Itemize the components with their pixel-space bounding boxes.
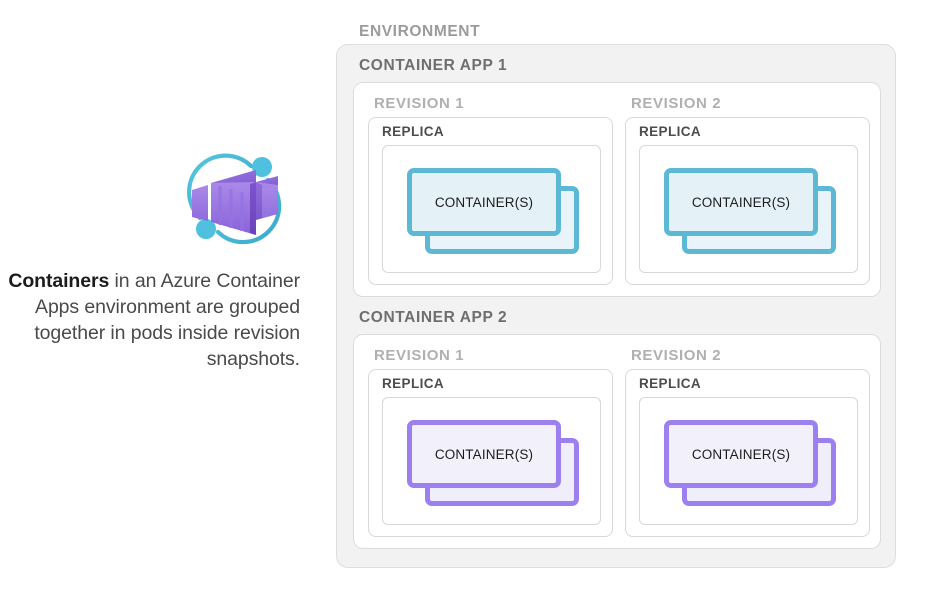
app2-revision-1: REVISION 1 REPLICA CONTAINER(S) xyxy=(368,347,613,537)
app1-revision-2-pod-box: CONTAINER(S) xyxy=(639,145,858,273)
caption-bold-lead: Containers xyxy=(8,270,110,292)
container-card-front: CONTAINER(S) xyxy=(664,420,818,488)
container-card-label: CONTAINER(S) xyxy=(434,446,534,462)
app1-revision-1-replica-label: REPLICA xyxy=(382,124,445,139)
app1-revision-1-label: REVISION 1 xyxy=(374,95,465,112)
app1-revision-2-container-stack: CONTAINER(S) xyxy=(664,168,836,254)
app1-revision-2-replica-label: REPLICA xyxy=(639,124,702,139)
container-app-2-box: REVISION 1 REPLICA CONTAINER(S) xyxy=(353,334,881,549)
app2-revision-1-container-stack: CONTAINER(S) xyxy=(407,420,579,506)
container-card-label: CONTAINER(S) xyxy=(691,446,791,462)
caption-text: Containers in an Azure Container Apps en… xyxy=(0,268,300,372)
container-card-front: CONTAINER(S) xyxy=(664,168,818,236)
environment-box: CONTAINER APP 1 REVISION 1 REPLICA CONTA… xyxy=(336,44,896,568)
caption-rest: in an Azure Container Apps environment a… xyxy=(34,270,300,370)
container-app-1-box: REVISION 1 REPLICA CONTAINER(S) xyxy=(353,82,881,297)
container-app-2-label: CONTAINER APP 2 xyxy=(359,309,508,326)
app2-revision-2-replica-box: REPLICA CONTAINER(S) xyxy=(625,369,870,537)
app2-revision-1-replica-box: REPLICA CONTAINER(S) xyxy=(368,369,613,537)
app1-revision-1-pod-box: CONTAINER(S) xyxy=(382,145,601,273)
container-card-front: CONTAINER(S) xyxy=(407,420,561,488)
container-card-front: CONTAINER(S) xyxy=(407,168,561,236)
app2-revision-2-pod-box: CONTAINER(S) xyxy=(639,397,858,525)
app2-revision-1-replica-label: REPLICA xyxy=(382,376,445,391)
app1-revision-2-label: REVISION 2 xyxy=(631,95,722,112)
app1-revision-2: REVISION 2 REPLICA CONTAINER(S) xyxy=(625,95,870,285)
environment-label: ENVIRONMENT xyxy=(359,23,481,40)
app2-revision-2-container-stack: CONTAINER(S) xyxy=(664,420,836,506)
container-card-label: CONTAINER(S) xyxy=(434,194,534,210)
app2-revision-2-replica-label: REPLICA xyxy=(639,376,702,391)
app1-revision-1-container-stack: CONTAINER(S) xyxy=(407,168,579,254)
app1-revision-1-replica-box: REPLICA CONTAINER(S) xyxy=(368,117,613,285)
app1-revision-2-replica-box: REPLICA CONTAINER(S) xyxy=(625,117,870,285)
app2-revision-1-pod-box: CONTAINER(S) xyxy=(382,397,601,525)
left-caption-panel: Containers in an Azure Container Apps en… xyxy=(0,0,320,593)
app2-revision-2-label: REVISION 2 xyxy=(631,347,722,364)
container-app-1-group: CONTAINER APP 1 REVISION 1 REPLICA CONTA… xyxy=(353,57,881,297)
container-app-1-label: CONTAINER APP 1 xyxy=(359,57,508,74)
app1-revision-1: REVISION 1 REPLICA CONTAINER(S) xyxy=(368,95,613,285)
container-card-label: CONTAINER(S) xyxy=(691,194,791,210)
app2-revision-2: REVISION 2 REPLICA CONTAINER(S) xyxy=(625,347,870,537)
app2-revision-1-label: REVISION 1 xyxy=(374,347,465,364)
container-app-2-group: CONTAINER APP 2 REVISION 1 REPLICA CONTA… xyxy=(353,309,881,549)
azure-container-apps-logo-icon xyxy=(178,142,290,254)
